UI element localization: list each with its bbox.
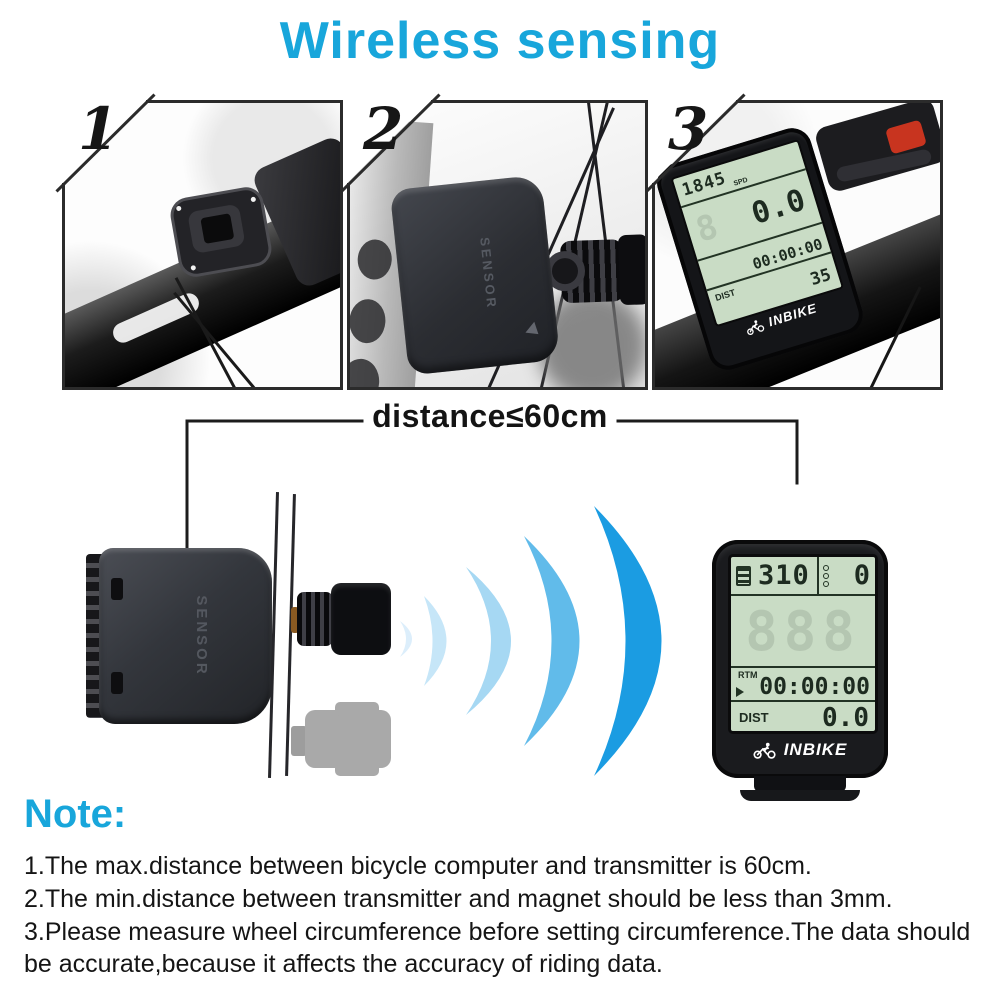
magnet-aligned (291, 583, 391, 655)
wave-2 (424, 596, 447, 686)
transmitter-body: SENSOR (99, 548, 272, 724)
step-photo-2: SENSOR 2 (340, 93, 648, 390)
lcd-top-row: 310 0 (731, 557, 875, 596)
mode-arrow-icon (736, 687, 744, 697)
lcd-divider (816, 557, 819, 594)
step-number-1: 1 (78, 95, 119, 163)
diagram-transmitter: SENSOR (86, 548, 272, 724)
photo2-frame (340, 93, 648, 390)
note-item-1: 1.The max.distance between bicycle compu… (24, 852, 812, 880)
strap-slot (111, 578, 123, 600)
battery-icon (736, 565, 751, 586)
dist-value: 0.0 (822, 703, 869, 733)
mount-tab (754, 776, 846, 792)
step-number-2: 2 (363, 95, 404, 163)
diagram-bike-computer: 310 0 888 RTM 00:00:00 DIST 0.0 (712, 540, 888, 804)
cyclist-icon (753, 742, 776, 759)
ghost-digits: 888 (745, 599, 861, 663)
distance-label: distance≤60cm (372, 398, 608, 434)
brand-logo: INBIKE (702, 288, 859, 349)
lcd-screen: 310 0 888 RTM 00:00:00 DIST 0.0 (728, 554, 878, 734)
odometer-dots-icon (822, 564, 829, 587)
sensor-embossed-label: SENSOR (192, 595, 210, 677)
cyclist-icon (746, 319, 765, 335)
magnet-flange (335, 762, 379, 776)
magnet-body (331, 583, 391, 655)
photo3-art: 1845 SPD 8 0.0 00:00:00 DIST 35 (652, 100, 943, 390)
note-heading: Note: (24, 792, 127, 836)
magnet-tip (291, 726, 307, 756)
magnet-flange (335, 702, 379, 716)
photo3-frame (645, 93, 943, 390)
step-number-3: 3 (668, 95, 709, 163)
magnet-body (305, 710, 391, 768)
wireless-waves-icon (400, 506, 662, 776)
distance-bracket (185, 419, 799, 564)
magnet-ghost-position (291, 702, 391, 776)
note-item-3: 3.Please measure wheel circumference bef… (24, 918, 971, 978)
magnet-tip (291, 607, 299, 633)
lcd-dist-row: DIST 0.0 (731, 702, 875, 733)
rtm-label: RTM (738, 670, 758, 680)
odometer-value: 310 (758, 560, 810, 591)
wave-4 (524, 536, 580, 746)
brand-name: INBIKE (783, 740, 848, 759)
wave-3 (466, 567, 511, 715)
wave-5 (594, 506, 662, 776)
photo1-frame (55, 93, 343, 390)
note-item-2: 2.The min.distance between transmitter a… (24, 885, 893, 913)
step-photo-3: 1845 SPD 8 0.0 00:00:00 DIST 35 (645, 93, 943, 390)
top-right-value: 0 (853, 560, 870, 591)
magnet-knurled-barrel (297, 592, 333, 646)
mount-foot (740, 790, 860, 801)
dist-label: DIST (739, 710, 769, 725)
step-photo-1: 1 (55, 93, 343, 390)
bike-computer-photo: 1845 SPD 8 0.0 00:00:00 DIST 35 (652, 123, 868, 375)
photo2-art: SENSOR (347, 100, 648, 390)
photo1-art (62, 100, 343, 390)
wave-1 (400, 621, 412, 657)
page-title: Wireless sensing (279, 12, 721, 70)
time-value: 00:00:00 (759, 674, 870, 700)
lcd-speed-area: 888 (731, 596, 875, 668)
brand-logo: INBIKE (712, 740, 888, 760)
strap-slot (111, 672, 123, 694)
lcd-time-row: RTM 00:00:00 (731, 668, 875, 702)
